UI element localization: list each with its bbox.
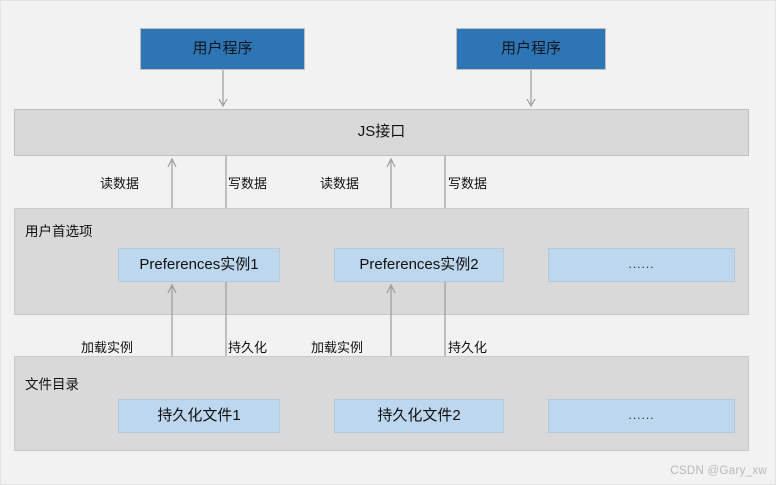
node-persist-file-1-label: 持久化文件1 xyxy=(157,406,241,424)
edge-label-persist-2: 持久化 xyxy=(448,340,488,355)
edge-label-read-data-2: 读数据 xyxy=(320,176,360,191)
node-preferences-instance-more-label: ...... xyxy=(628,257,655,272)
node-user-program-1[interactable]: 用户程序 xyxy=(140,28,305,70)
edge-label-load-instance-1: 加载实例 xyxy=(81,340,134,355)
node-preferences-instance-more[interactable]: ...... xyxy=(548,248,735,282)
node-preferences-instance-1-label: Preferences实例1 xyxy=(139,255,259,273)
layer-user-preferences-title: 用户首选项 xyxy=(25,224,93,239)
node-persist-file-2-label: 持久化文件2 xyxy=(377,406,461,424)
edge-label-read-data-1: 读数据 xyxy=(100,176,140,191)
node-user-program-1-label: 用户程序 xyxy=(192,39,253,57)
node-preferences-instance-2-label: Preferences实例2 xyxy=(359,255,479,273)
node-preferences-instance-2[interactable]: Preferences实例2 xyxy=(334,248,504,282)
node-preferences-instance-1[interactable]: Preferences实例1 xyxy=(118,248,280,282)
edge-label-write-data-2: 写数据 xyxy=(448,176,488,191)
edge-label-load-instance-2: 加载实例 xyxy=(311,340,364,355)
edge-label-persist-1: 持久化 xyxy=(228,340,268,355)
node-persist-file-more[interactable]: ...... xyxy=(548,399,735,433)
arrow-app2-to-js xyxy=(526,70,536,108)
watermark: CSDN @Gary_xw xyxy=(670,465,767,477)
node-user-program-2-label: 用户程序 xyxy=(500,39,561,57)
node-persist-file-more-label: ...... xyxy=(628,408,655,423)
node-persist-file-1[interactable]: 持久化文件1 xyxy=(118,399,280,433)
node-user-program-2[interactable]: 用户程序 xyxy=(456,28,606,70)
node-js-interface[interactable]: JS接口 xyxy=(14,109,749,156)
layer-file-directory-title: 文件目录 xyxy=(25,377,79,392)
arrow-app1-to-js xyxy=(218,70,228,108)
node-persist-file-2[interactable]: 持久化文件2 xyxy=(334,399,504,433)
edge-label-write-data-1: 写数据 xyxy=(228,176,268,191)
node-js-interface-label: JS接口 xyxy=(357,123,406,141)
